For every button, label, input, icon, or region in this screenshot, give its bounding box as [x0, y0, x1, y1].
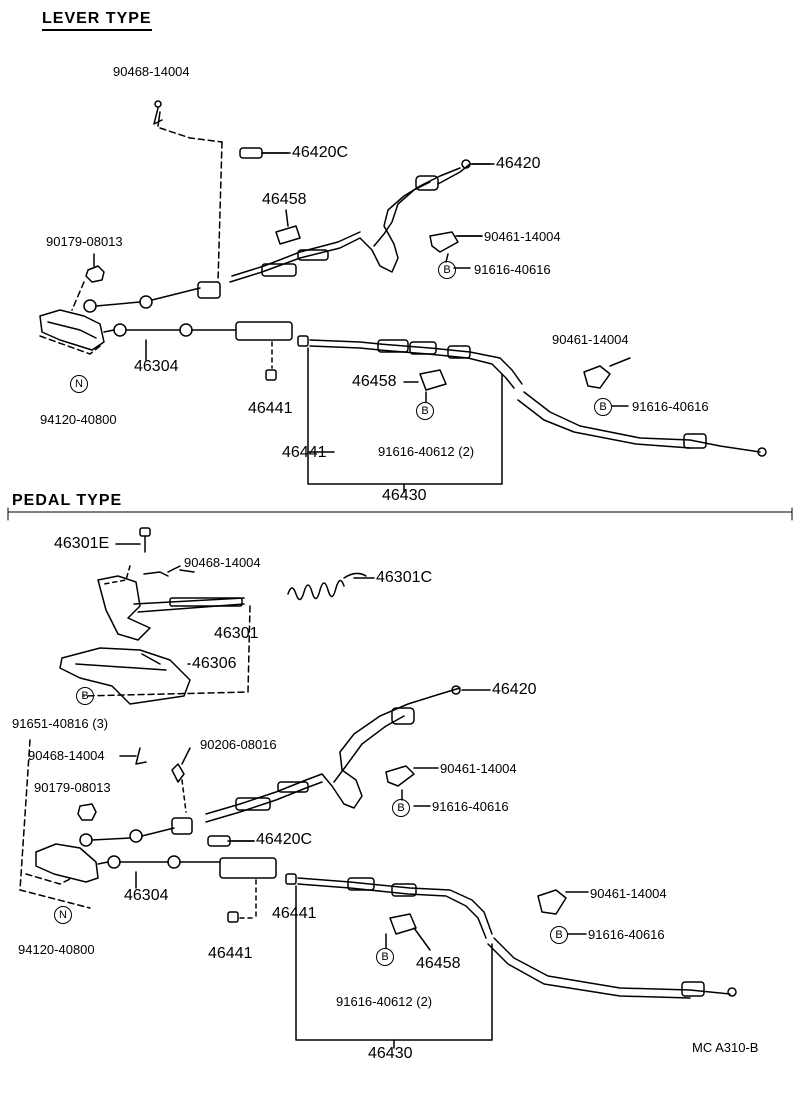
part-label: 46430 [368, 1045, 413, 1062]
rear-cable-46430-icon [285, 873, 737, 999]
part-label: 90468-14004 [184, 555, 261, 570]
n-badge: N [54, 906, 72, 924]
b-badge: B [594, 398, 612, 416]
part-label: 46420 [496, 155, 541, 172]
part-label: 46441 [248, 400, 293, 417]
n-badge: N [70, 375, 88, 393]
part-label: 46430 [382, 487, 427, 504]
part-label: 46301 [214, 625, 259, 642]
b-badge: B [550, 926, 568, 944]
lever-type-title: LEVER TYPE [42, 10, 152, 31]
bracket-46458-icon [389, 913, 417, 935]
part-label: 46306 [192, 655, 237, 672]
pedal-type-title: PEDAL TYPE [12, 492, 123, 509]
bracket-clip-icon [385, 765, 439, 787]
nut-46441-icon [265, 369, 277, 381]
b-badge: B [438, 261, 456, 279]
clip-90206-icon [171, 763, 185, 783]
part-label: 46441 [282, 444, 327, 461]
clevis-pin-icon [153, 100, 163, 127]
clevis-pin-icon [143, 565, 181, 577]
part-label: 46458 [352, 373, 397, 390]
spring-46301c-icon [287, 572, 367, 601]
nut-90179-icon [85, 253, 105, 283]
part-label: 46304 [134, 358, 179, 375]
part-label: 90206-08016 [200, 737, 277, 752]
b-badge: B [392, 799, 410, 817]
part-label: 46420C [292, 144, 349, 161]
clevis-pin-icon [135, 747, 147, 765]
diagram-code: MC A310-B [692, 1040, 759, 1055]
part-label: 90461-14004 [552, 332, 629, 347]
part-label: 91616-40612 (2) [378, 444, 475, 459]
equalizer-46304-icon [35, 817, 277, 883]
equalizer-46304-icon [39, 281, 293, 351]
b-badge: B [416, 402, 434, 420]
part-label: 90461-14004 [590, 886, 667, 901]
part-label: 46301E [54, 535, 110, 552]
part-label: 91616-40616 [432, 799, 509, 814]
part-label: 90461-14004 [484, 229, 561, 244]
nut-90179-icon [77, 803, 97, 821]
bolt-46301e-icon [139, 527, 151, 553]
part-label: 46458 [416, 955, 461, 972]
bracket-46306-icon [59, 647, 191, 705]
part-label: 46441 [208, 945, 253, 962]
rear-cable-46430-icon [297, 335, 767, 457]
b-badge: B [376, 948, 394, 966]
part-label: 46301C [376, 569, 433, 586]
part-label: 46420 [492, 681, 537, 698]
part-label: 90179-08013 [46, 234, 123, 249]
part-label: 91616-40616 [474, 262, 551, 277]
bracket-clip-icon [429, 231, 483, 253]
front-cable-46420-icon [205, 685, 461, 823]
part-label: 91651-40816 (3) [12, 716, 109, 731]
part-label: 46441 [272, 905, 317, 922]
part-label: 90461-14004 [440, 761, 517, 776]
part-label: 91616-40616 [632, 399, 709, 414]
part-label: 94120-40800 [40, 412, 117, 427]
pedal-lever-46301-icon [97, 575, 245, 641]
nut-46441-icon [227, 911, 239, 923]
part-label: 90468-14004 [113, 64, 190, 79]
part-label: 91616-40612 (2) [336, 994, 433, 1009]
part-label: 46304 [124, 887, 169, 904]
part-label: 94120-40800 [18, 942, 95, 957]
part-label: 91616-40616 [588, 927, 665, 942]
part-label: 90179-08013 [34, 780, 111, 795]
part-label: 46458 [262, 191, 307, 208]
part-label: 46420C [256, 831, 313, 848]
clip-46458-icon [275, 209, 301, 245]
part-label: 90468-14004 [28, 748, 105, 763]
bracket-46458-icon [419, 369, 447, 391]
bracket-clip-icon [537, 889, 589, 915]
front-cable-46420-icon [229, 159, 491, 283]
bracket-clip-icon [583, 357, 631, 389]
b-badge: B [76, 687, 94, 705]
